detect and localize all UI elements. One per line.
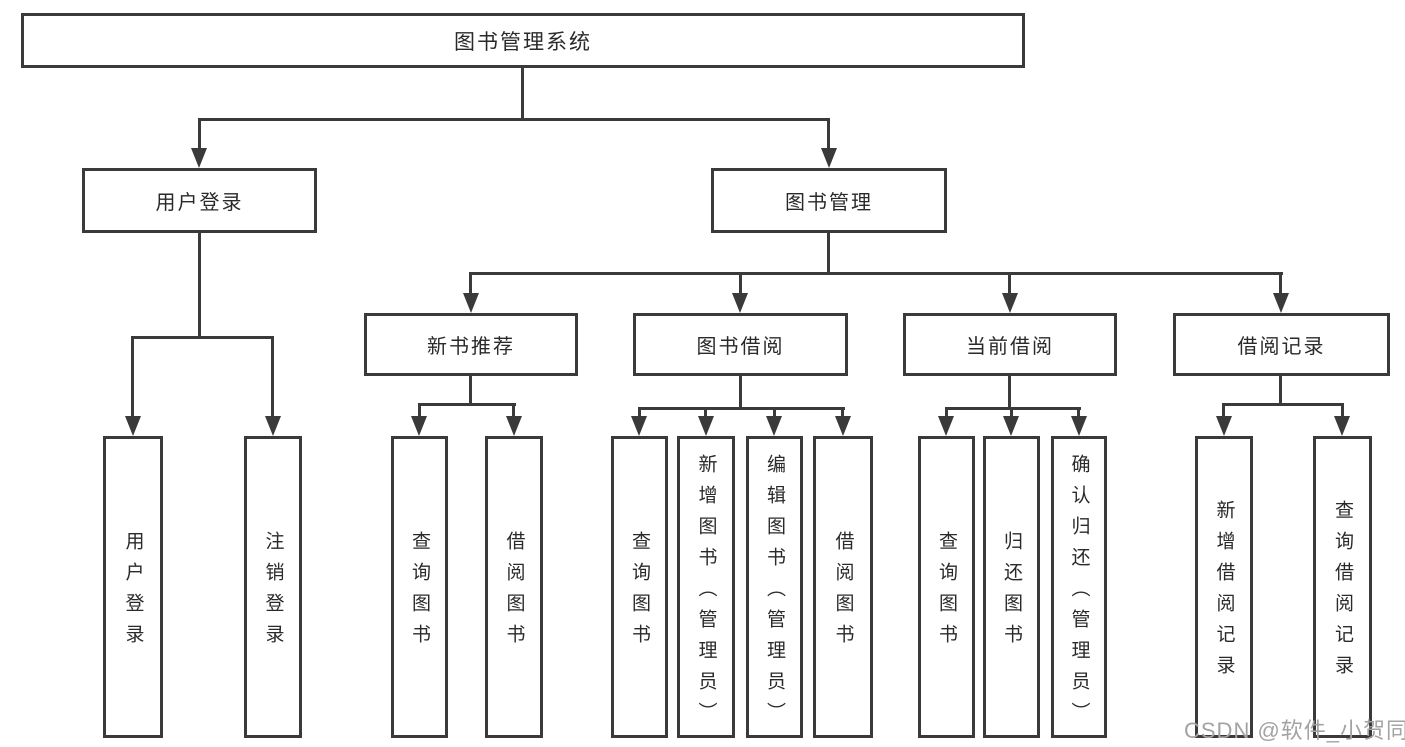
leaf-label: 新增图书（管理员） bbox=[695, 453, 717, 733]
connector-line-vertical bbox=[198, 118, 201, 150]
node-library-management-system: 图书管理系统 bbox=[21, 13, 1025, 68]
connector-line-vertical bbox=[773, 407, 776, 420]
leaf-label: 归还图书 bbox=[1001, 531, 1022, 655]
leaf-label: 查询借阅记录 bbox=[1332, 500, 1353, 686]
connector-line-vertical bbox=[1341, 403, 1344, 420]
node-current-borrowing: 当前借阅 bbox=[903, 313, 1117, 376]
arrow-down-icon bbox=[506, 416, 522, 436]
connector-line-vertical bbox=[638, 407, 641, 420]
arrow-down-icon bbox=[732, 293, 748, 313]
connector-line-horizontal bbox=[638, 407, 845, 410]
arrow-down-icon bbox=[411, 416, 427, 436]
node-label: 用户登录 bbox=[155, 192, 244, 214]
arrow-down-icon bbox=[191, 148, 207, 168]
leaf-add-borrow-record: 新增借阅记录 bbox=[1195, 436, 1253, 738]
leaf-label: 注销登录 bbox=[262, 531, 284, 655]
node-label: 借阅记录 bbox=[1237, 336, 1326, 358]
connector-line-vertical bbox=[418, 403, 421, 420]
connector-line-vertical bbox=[739, 272, 742, 297]
arrow-down-icon bbox=[1216, 416, 1232, 436]
connector-line-horizontal bbox=[469, 272, 1283, 275]
connector-line-horizontal bbox=[1222, 403, 1344, 406]
csdn-watermark: CSDN @软件_小贺同学 bbox=[1184, 718, 1405, 743]
leaf-label: 查询图书 bbox=[409, 531, 430, 655]
arrow-down-icon bbox=[265, 416, 281, 436]
arrow-down-icon bbox=[1071, 416, 1087, 436]
connector-line-vertical bbox=[1010, 407, 1013, 420]
leaf-label: 借阅图书 bbox=[832, 531, 854, 655]
leaf-edit-books-admin: 编辑图书（管理员） bbox=[746, 436, 803, 738]
connector-line-vertical bbox=[739, 376, 742, 407]
leaf-add-books-admin: 新增图书（管理员） bbox=[677, 436, 735, 738]
connector-line-vertical bbox=[521, 68, 524, 118]
connector-line-vertical bbox=[1222, 403, 1225, 420]
arrow-down-icon bbox=[1273, 293, 1289, 313]
leaf-confirm-return-admin: 确认归还（管理员） bbox=[1051, 436, 1107, 738]
connector-line-horizontal bbox=[198, 118, 830, 121]
connector-line-vertical bbox=[512, 403, 515, 420]
node-label: 图书管理系统 bbox=[454, 30, 592, 54]
arrow-down-icon bbox=[463, 293, 479, 313]
connector-line-vertical bbox=[827, 118, 830, 150]
connector-line-horizontal bbox=[131, 336, 272, 339]
arrow-down-icon bbox=[631, 416, 647, 436]
leaf-query-books-recommend: 查询图书 bbox=[391, 436, 448, 738]
connector-line-vertical bbox=[841, 407, 844, 420]
arrow-down-icon bbox=[1002, 293, 1018, 313]
connector-line-vertical bbox=[1077, 407, 1080, 420]
connector-line-vertical bbox=[1279, 272, 1282, 297]
leaf-logout: 注销登录 bbox=[244, 436, 302, 738]
leaf-label: 用户登录 bbox=[122, 531, 144, 655]
leaf-borrow-books: 借阅图书 bbox=[813, 436, 873, 738]
connector-line-vertical bbox=[1008, 272, 1011, 297]
node-user-login: 用户登录 bbox=[82, 168, 317, 233]
leaf-query-books-current: 查询图书 bbox=[918, 436, 975, 738]
node-label: 图书借阅 bbox=[696, 336, 785, 358]
node-new-book-recommend: 新书推荐 bbox=[364, 313, 578, 376]
arrow-down-icon bbox=[1334, 416, 1350, 436]
connector-line-horizontal bbox=[418, 403, 516, 406]
node-book-borrowing: 图书借阅 bbox=[633, 313, 848, 376]
leaf-return-books: 归还图书 bbox=[983, 436, 1040, 738]
leaf-label: 编辑图书（管理员） bbox=[764, 453, 785, 733]
arrow-down-icon bbox=[835, 416, 851, 436]
leaf-query-borrow-record: 查询借阅记录 bbox=[1313, 436, 1372, 738]
arrow-down-icon bbox=[125, 416, 141, 436]
node-borrowing-records: 借阅记录 bbox=[1173, 313, 1390, 376]
node-book-management: 图书管理 bbox=[711, 168, 947, 233]
connector-line-vertical bbox=[271, 336, 274, 420]
connector-line-vertical bbox=[131, 336, 134, 420]
leaf-label: 查询图书 bbox=[936, 531, 957, 655]
leaf-label: 确认归还（管理员） bbox=[1068, 453, 1090, 733]
arrow-down-icon bbox=[698, 416, 714, 436]
node-label: 新书推荐 bbox=[427, 336, 515, 358]
leaf-query-books-borrowing: 查询图书 bbox=[611, 436, 668, 738]
leaf-label: 查询图书 bbox=[629, 531, 650, 655]
arrow-down-icon bbox=[766, 416, 782, 436]
connector-line-vertical bbox=[198, 232, 201, 336]
arrow-down-icon bbox=[938, 416, 954, 436]
arrow-down-icon bbox=[821, 148, 837, 168]
leaf-label: 新增借阅记录 bbox=[1213, 500, 1235, 686]
leaf-label: 借阅图书 bbox=[503, 531, 525, 655]
connector-line-vertical bbox=[827, 233, 830, 272]
connector-line-vertical bbox=[469, 376, 472, 403]
leaf-user-login: 用户登录 bbox=[103, 436, 163, 738]
arrow-down-icon bbox=[1003, 416, 1019, 436]
connector-line-vertical bbox=[704, 407, 707, 420]
connector-line-vertical bbox=[469, 272, 472, 297]
leaf-borrow-books-recommend: 借阅图书 bbox=[485, 436, 543, 738]
node-label: 图书管理 bbox=[785, 192, 873, 214]
connector-line-vertical bbox=[1279, 376, 1282, 403]
connector-line-horizontal bbox=[945, 407, 1081, 410]
node-label: 当前借阅 bbox=[966, 336, 1054, 358]
connector-line-vertical bbox=[945, 407, 948, 420]
connector-line-vertical bbox=[1008, 376, 1011, 407]
